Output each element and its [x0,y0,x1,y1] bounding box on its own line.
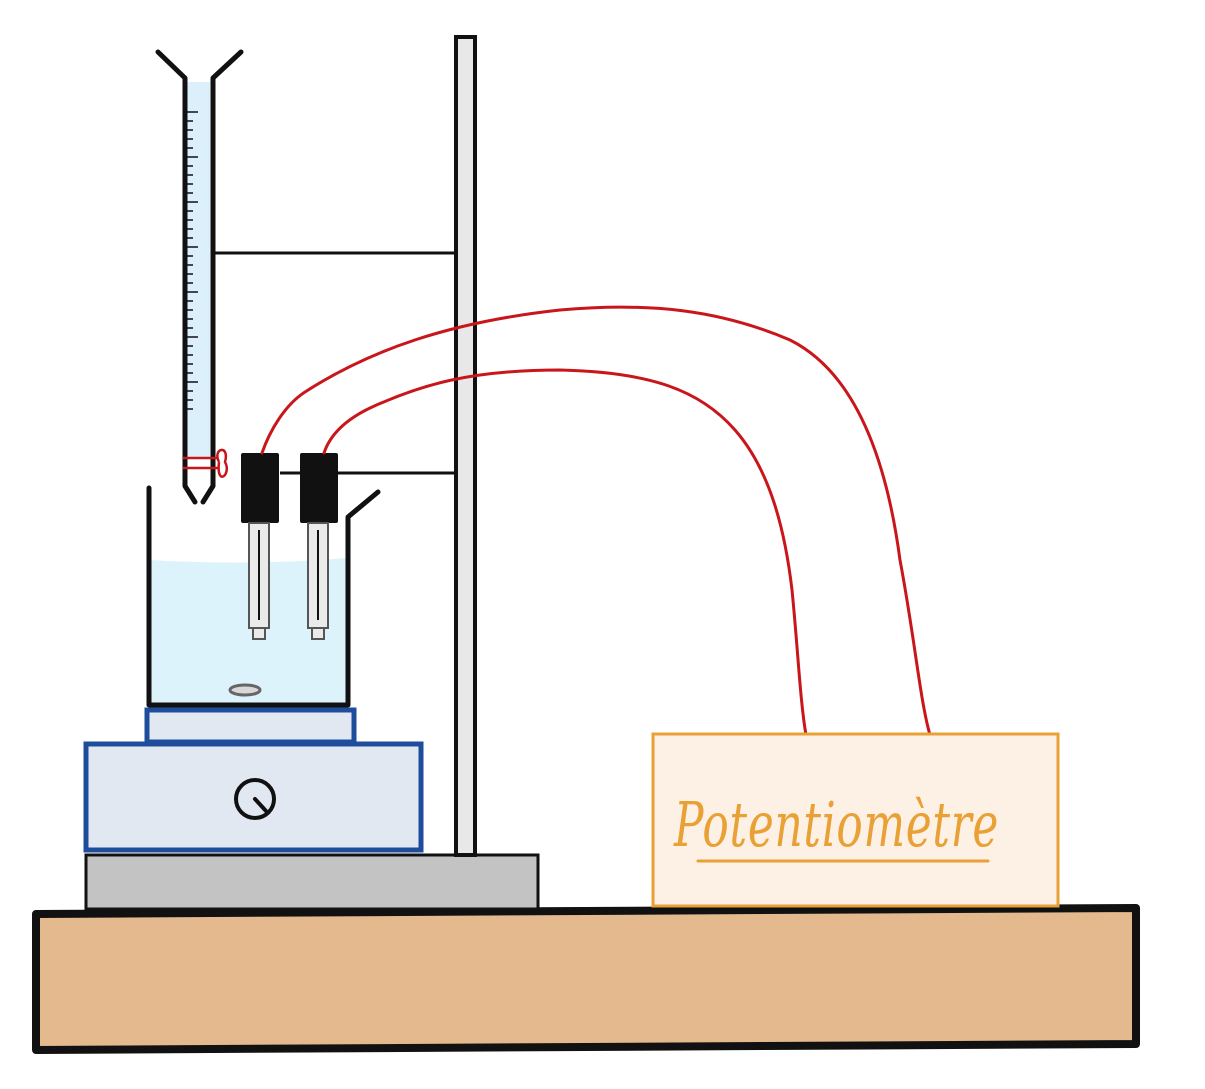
wire-icon [260,305,932,737]
support-stand-base [84,853,540,911]
burette-icon [155,49,244,505]
stopcock-icon [183,448,228,478]
electrode-icon [241,453,279,640]
magnetic-stir-bar-icon [228,683,262,697]
electrode-icon [300,453,338,640]
potentiometer-icon: Potentiomètre [651,732,1060,908]
burette-graduations [187,111,198,410]
beaker-icon [146,485,381,708]
potentiometer-label: Potentiomètre [673,788,999,861]
support-stand-icon [213,35,477,857]
lab-bench-icon [32,904,1140,1054]
magnetic-stirrer-icon [83,707,424,853]
stirrer-knob-icon [234,778,276,820]
